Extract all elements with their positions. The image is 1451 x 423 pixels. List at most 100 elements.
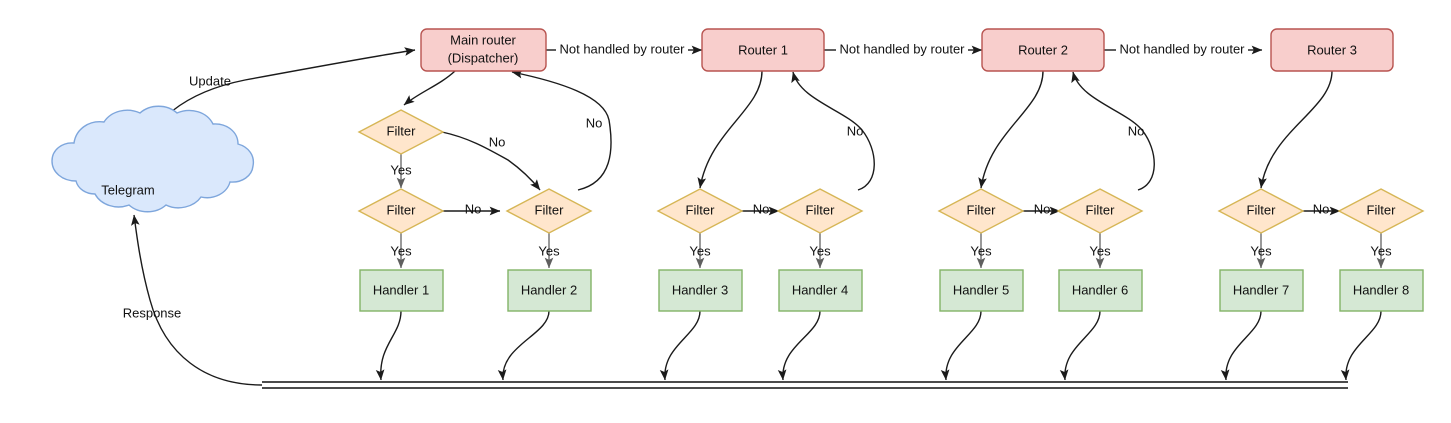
node-router-3[interactable]: Router 3: [1270, 28, 1394, 72]
node-handler-3[interactable]: Handler 3: [658, 269, 743, 312]
handler-8-label: Handler 8: [1353, 282, 1409, 297]
edge-label-no-mid-4: No: [1313, 201, 1330, 216]
handler-3-box: [658, 269, 743, 312]
router-1-box: [701, 28, 825, 72]
handler-1-box: [359, 269, 444, 312]
main-router-label-line1: Main router: [450, 32, 516, 47]
edges-layer: [131, 45, 1386, 389]
node-handler-6[interactable]: Handler 6: [1058, 269, 1143, 312]
handler-6-box: [1058, 269, 1143, 312]
node-handler-2[interactable]: Handler 2: [507, 269, 592, 312]
filter-7-label: Filter: [1086, 202, 1116, 217]
node-handler-1[interactable]: Handler 1: [359, 269, 444, 312]
edge-label-yes-3: Yes: [538, 243, 560, 258]
edge-label-yes-7: Yes: [1089, 243, 1111, 258]
edge-handler3-to-bus: [659, 310, 701, 381]
edge-label-yes-8: Yes: [1250, 243, 1272, 258]
edge-router3-to-filter8: [1258, 70, 1333, 189]
edge-handler8-to-bus: [1340, 310, 1382, 381]
edge-handler6-to-bus: [1059, 310, 1101, 381]
handler-1-label: Handler 1: [373, 282, 429, 297]
filter-4-label: Filter: [686, 202, 716, 217]
router-3-box: [1270, 28, 1394, 72]
filter-2-diamond: [357, 188, 445, 234]
edge-filter3-to-mainrouter: [511, 69, 612, 191]
node-filter-8[interactable]: Filter: [1217, 188, 1305, 234]
filter-7-diamond: [1056, 188, 1144, 234]
filter-8-label: Filter: [1247, 202, 1277, 217]
edge-label-yes-1: Yes: [390, 162, 412, 177]
node-filter-6[interactable]: Filter: [937, 188, 1025, 234]
node-handler-7[interactable]: Handler 7: [1219, 269, 1304, 312]
edge-label-response: Response: [123, 305, 182, 320]
edge-label-no-mid-3: No: [1034, 201, 1051, 216]
node-filter-3[interactable]: Filter: [505, 188, 593, 234]
edge-label-not-handled-1: Not handled by router: [559, 41, 685, 56]
router-3-label: Router 3: [1307, 42, 1357, 57]
edge-handler2-to-bus: [497, 310, 550, 381]
edge-label-yes-5: Yes: [809, 243, 831, 258]
filter-6-diamond: [937, 188, 1025, 234]
edge-response: [131, 214, 263, 386]
node-filter-5[interactable]: Filter: [776, 188, 864, 234]
handler-2-box: [507, 269, 592, 312]
edge-label-yes-9: Yes: [1370, 243, 1392, 258]
node-handler-4[interactable]: Handler 4: [778, 269, 863, 312]
handler-6-label: Handler 6: [1072, 282, 1128, 297]
node-telegram[interactable]: Telegram: [51, 105, 255, 213]
node-filter-4[interactable]: Filter: [656, 188, 744, 234]
cloud-shape: [51, 105, 255, 213]
node-router-2[interactable]: Router 2: [981, 28, 1105, 72]
node-handler-5[interactable]: Handler 5: [939, 269, 1024, 312]
filter-8-diamond: [1217, 188, 1305, 234]
node-filter-9[interactable]: Filter: [1337, 188, 1425, 234]
edge-label-no-back-3: No: [1128, 123, 1145, 138]
edge-label-update: Update: [189, 73, 231, 88]
telegram-label: Telegram: [101, 182, 154, 197]
filter-6-label: Filter: [967, 202, 997, 217]
filter-2-label: Filter: [387, 202, 417, 217]
edge-handler1-to-bus: [375, 310, 402, 381]
handler-8-box: [1339, 269, 1424, 312]
node-router-1[interactable]: Router 1: [701, 28, 825, 72]
filter-3-diamond: [505, 188, 593, 234]
handler-2-label: Handler 2: [521, 282, 577, 297]
node-filter-7[interactable]: Filter: [1056, 188, 1144, 234]
filter-5-label: Filter: [806, 202, 836, 217]
node-main-router[interactable]: Main router (Dispatcher): [420, 28, 547, 72]
edge-label-yes-4: Yes: [689, 243, 711, 258]
edge-router1-to-filter4: [697, 70, 763, 189]
edge-label-no-mid-2: No: [753, 201, 770, 216]
edge-label-no-back-1: No: [586, 115, 603, 130]
edge-router2-to-filter6: [978, 70, 1044, 189]
edge-label-no-top-1: No: [489, 134, 506, 149]
edge-filter1-to-filter3: [441, 131, 541, 191]
edge-label-yes-6: Yes: [970, 243, 992, 258]
edge-label-no-back-2: No: [847, 123, 864, 138]
node-filter-2[interactable]: Filter: [357, 188, 445, 234]
filter-5-diamond: [776, 188, 864, 234]
node-filter-1[interactable]: Filter: [357, 109, 445, 155]
filter-9-label: Filter: [1367, 202, 1397, 217]
edge-filter6-to-router1: [791, 71, 875, 191]
handler-5-box: [939, 269, 1024, 312]
edge-label-not-handled-3: Not handled by router: [1119, 41, 1245, 56]
edge-handler7-to-bus: [1220, 310, 1262, 381]
handler-7-label: Handler 7: [1233, 282, 1289, 297]
handler-4-label: Handler 4: [792, 282, 848, 297]
main-router-label-line2: (Dispatcher): [448, 50, 519, 65]
router-2-box: [981, 28, 1105, 72]
filter-1-label: Filter: [387, 123, 417, 138]
edge-handler5-to-bus: [940, 310, 982, 381]
edge-filter7-to-router2: [1071, 71, 1155, 191]
node-handler-8[interactable]: Handler 8: [1339, 269, 1424, 312]
edge-label-yes-2: Yes: [390, 243, 412, 258]
handler-5-label: Handler 5: [953, 282, 1009, 297]
handler-7-box: [1219, 269, 1304, 312]
edge-mainrouter-to-filter1: [403, 70, 456, 106]
edge-label-not-handled-2: Not handled by router: [839, 41, 965, 56]
filter-9-diamond: [1337, 188, 1425, 234]
router-2-label: Router 2: [1018, 42, 1068, 57]
